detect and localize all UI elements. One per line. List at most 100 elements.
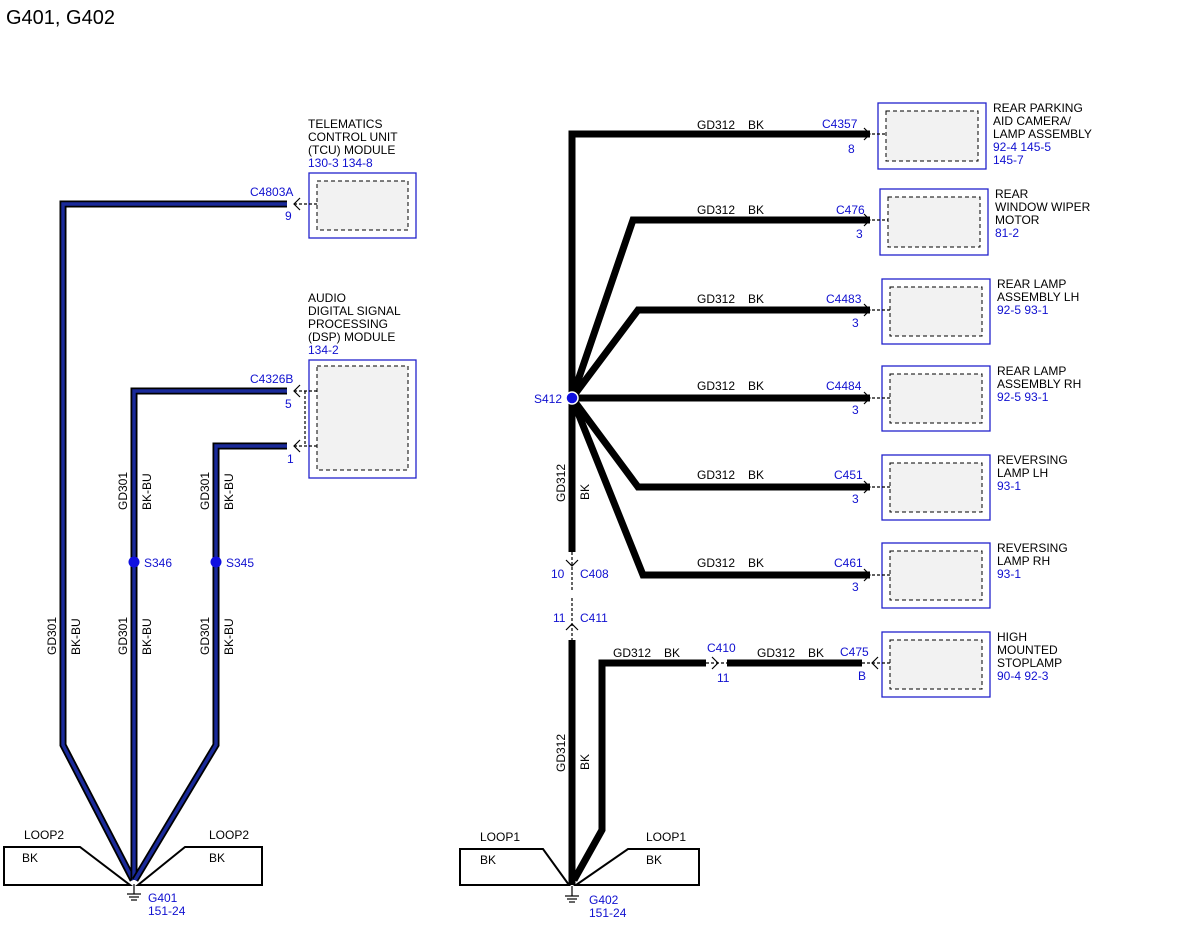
wire-gd312-rev-lh[interactable] [569, 395, 870, 491]
dsp-label-2: DIGITAL SIGNAL [308, 304, 401, 318]
c411-pin: 11 [553, 611, 566, 625]
rev-rh-pin: 3 [852, 580, 859, 594]
dsp-module[interactable] [308, 359, 417, 479]
wire-gd301-dsp-pin1[interactable] [131, 442, 287, 882]
g402-color-left: BK [480, 853, 496, 867]
camera-connector[interactable]: C4357 [822, 117, 858, 131]
wire-color-bkbu-a: BK-BU [69, 618, 83, 655]
stoplamp-label-3: STOPLAMP [997, 656, 1062, 670]
g401-circuit: TELEMATICS CONTROL UNIT (TCU) MODULE 130… [3, 117, 417, 918]
rev-rh-label-2: LAMP RH [997, 554, 1050, 568]
dsp-label-1: AUDIO [308, 291, 346, 305]
rev-rh-module[interactable] [881, 542, 991, 609]
rev-rh-connector[interactable]: C461 [834, 556, 863, 570]
camera-module[interactable] [877, 102, 987, 170]
camera-pin: 8 [848, 142, 855, 156]
inline-connector-c408-icon [565, 552, 579, 590]
lamp-lh-pin-arrow-icon [862, 303, 890, 317]
rev-lh-pin-arrow-icon [862, 480, 890, 494]
wire-gd301-dsp-pin5[interactable] [130, 387, 287, 880]
wire-gd301-tcu[interactable] [59, 200, 287, 882]
g402-name[interactable]: G402 [589, 893, 619, 907]
stoplamp-refs[interactable]: 90-4 92-3 [997, 669, 1049, 683]
rev-lh-refs[interactable]: 93-1 [997, 479, 1021, 493]
tcu-pin-arrow-icon [293, 197, 317, 211]
g402-color-right: BK [646, 853, 662, 867]
stoplamp-connector[interactable]: C475 [840, 645, 869, 659]
g401-name[interactable]: G401 [148, 891, 178, 905]
lamp-lh-module[interactable] [881, 278, 991, 345]
g402-loop-right: LOOP1 [646, 830, 686, 844]
camera-refs-1[interactable]: 92-4 145-5 [993, 140, 1051, 154]
lamp-lh-pin: 3 [852, 316, 859, 330]
wire-color-bkbu-c: BK-BU [140, 618, 154, 655]
rev-rh-pin-arrow-icon [862, 568, 890, 582]
wire-gd312-wiper[interactable] [568, 216, 870, 400]
c410-label[interactable]: C410 [707, 641, 736, 655]
camera-label-3: LAMP ASSEMBLY [993, 127, 1092, 141]
wire-color-bkbu-d: BK-BU [222, 473, 236, 510]
wl-stop-b-gd: GD312 [757, 646, 795, 660]
rev-rh-refs[interactable]: 93-1 [997, 567, 1021, 581]
wiper-module[interactable] [879, 188, 989, 256]
rev-lh-module[interactable] [881, 454, 991, 521]
dsp-pin-1: 1 [287, 452, 294, 466]
wl-wiper-gd: GD312 [697, 203, 735, 217]
dsp-refs[interactable]: 134-2 [308, 343, 339, 357]
tcu-module[interactable] [308, 172, 417, 239]
wiper-refs[interactable]: 81-2 [995, 226, 1019, 240]
rev-rh-label-1: REVERSING [997, 541, 1068, 555]
lamp-lh-connector[interactable]: C4483 [826, 292, 862, 306]
wl-down-gd: GD312 [554, 464, 568, 502]
wl-revrh-gd: GD312 [697, 556, 735, 570]
splice-s346-icon[interactable] [128, 556, 140, 568]
wl-revlh-gd: GD312 [697, 468, 735, 482]
lamp-rh-refs[interactable]: 92-5 93-1 [997, 390, 1049, 404]
tcu-refs[interactable]: 130-3 134-8 [308, 156, 373, 170]
wire-gd312-camera[interactable] [568, 130, 870, 398]
camera-refs-2[interactable]: 145-7 [993, 153, 1024, 167]
dsp-label-4: (DSP) MODULE [308, 330, 395, 344]
wire-color-bkbu-e: BK-BU [222, 618, 236, 655]
wl-lamprh-gd: GD312 [697, 379, 735, 393]
lamp-lh-refs[interactable]: 92-5 93-1 [997, 303, 1049, 317]
g402-loop-left: LOOP1 [480, 830, 520, 844]
splice-s346[interactable]: S346 [144, 556, 172, 570]
wire-label-gd301-d: GD301 [198, 472, 212, 510]
stoplamp-pin-arrow-icon [862, 656, 890, 670]
stoplamp-pin: B [858, 669, 866, 683]
wire-gd312-rev-rh[interactable] [568, 396, 870, 579]
stoplamp-module[interactable] [881, 631, 991, 698]
inline-connector-c411-icon [565, 598, 579, 640]
c408-label[interactable]: C408 [580, 567, 609, 581]
lamp-rh-connector[interactable]: C4484 [826, 379, 862, 393]
splice-s412[interactable]: S412 [534, 392, 562, 406]
wiper-connector[interactable]: C476 [836, 203, 865, 217]
splice-s345-icon[interactable] [210, 556, 222, 568]
c411-label[interactable]: C411 [580, 611, 608, 625]
wiper-label-2: WINDOW WIPER [995, 200, 1091, 214]
wire-gd312-lamp-lh[interactable] [569, 306, 870, 401]
c410-pin: 11 [717, 671, 730, 685]
rev-lh-label-1: REVERSING [997, 453, 1068, 467]
wiper-label-3: MOTOR [995, 213, 1040, 227]
wl-lamplh-bk: BK [748, 292, 764, 306]
g402-ref[interactable]: 151-24 [589, 906, 627, 920]
g401-ref[interactable]: 151-24 [148, 904, 186, 918]
tcu-connector[interactable]: C4803A [250, 185, 293, 199]
lamp-rh-module[interactable] [881, 365, 991, 432]
splice-s412-icon[interactable] [565, 391, 579, 405]
wiper-label-1: REAR [995, 187, 1029, 201]
wl-lamprh-bk: BK [748, 379, 764, 393]
rev-lh-connector[interactable]: C451 [834, 468, 863, 482]
splice-s345[interactable]: S345 [226, 556, 254, 570]
stoplamp-label-1: HIGH [997, 630, 1027, 644]
wire-label-gd301-b: GD301 [116, 472, 130, 510]
wl-ground-bk: BK [578, 754, 592, 770]
dsp-pin-5: 5 [285, 397, 292, 411]
camera-pin-arrow-icon [862, 127, 886, 141]
dsp-connector[interactable]: C4326B [250, 372, 293, 386]
lamp-lh-label-1: REAR LAMP [997, 277, 1066, 291]
wl-stop-a-bk: BK [664, 646, 680, 660]
wire-gd312-stop-a[interactable] [570, 659, 706, 882]
